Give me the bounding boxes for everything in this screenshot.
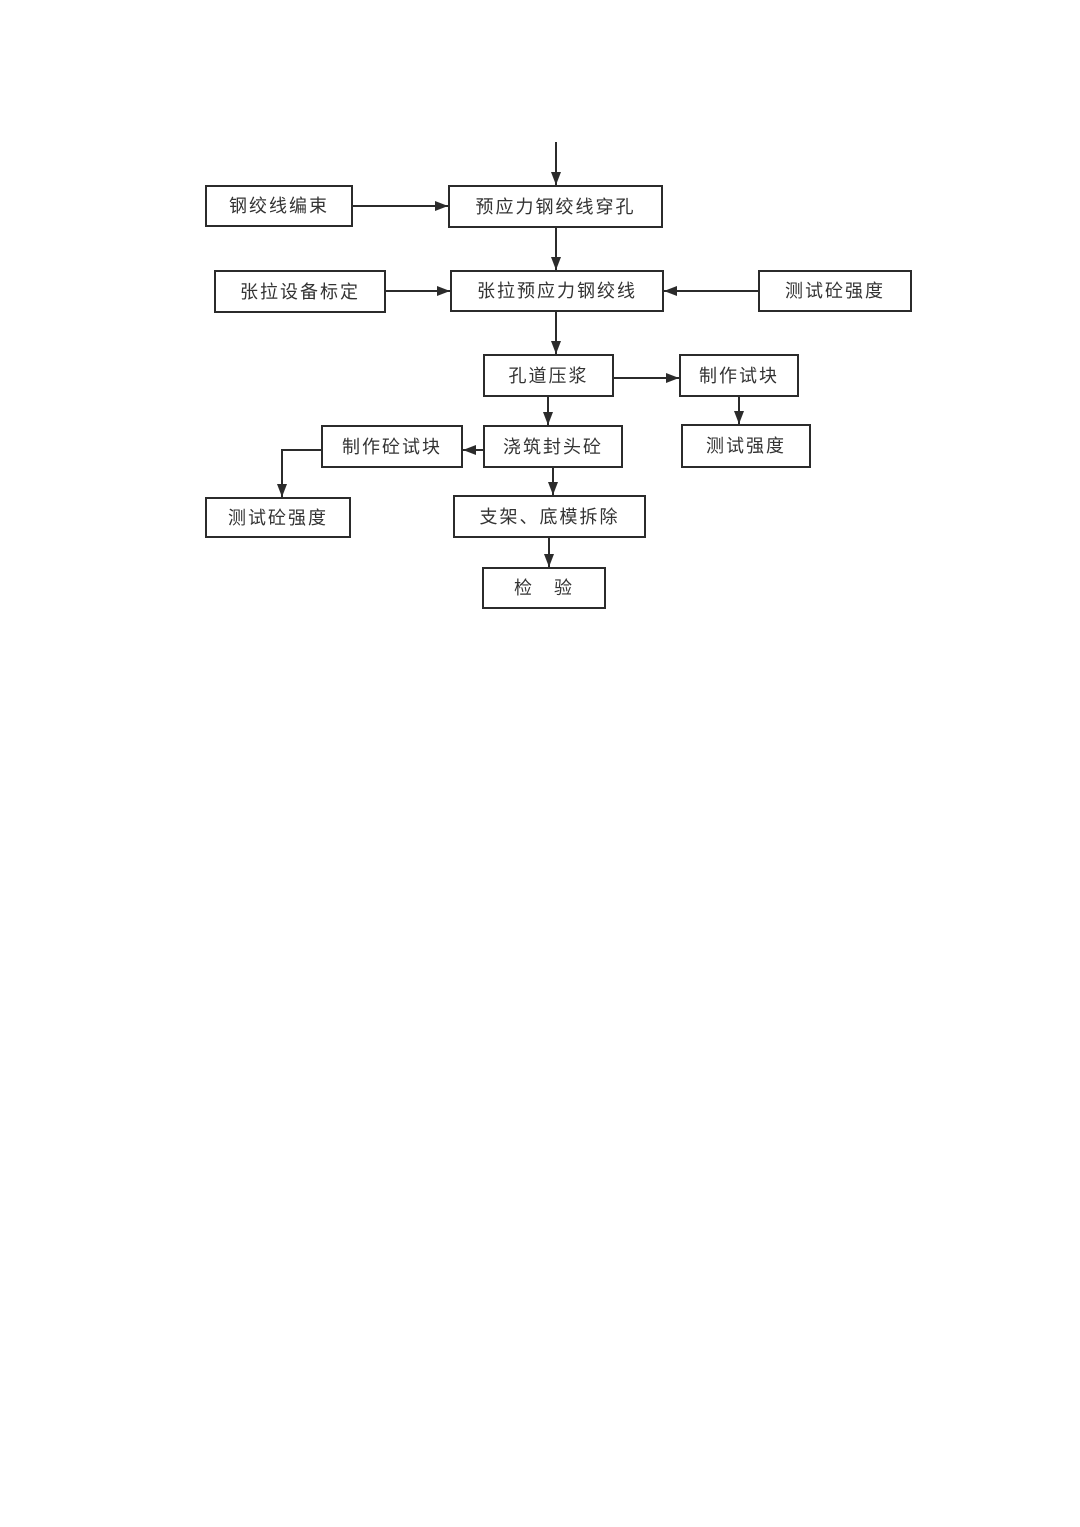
flow-node-make-concrete-test-block: 制作砼试块: [321, 425, 463, 468]
flow-node-strand-hole-threading: 预应力钢绞线穿孔: [448, 185, 663, 228]
flow-node-tension-prestressed-strand: 张拉预应力钢绞线: [450, 270, 664, 312]
flow-node-test-concrete-strength-right: 测试砼强度: [758, 270, 912, 312]
flow-node-inspection: 检 验: [482, 567, 606, 609]
flow-node-make-test-block: 制作试块: [679, 354, 799, 397]
flow-node-strand-bundling: 钢绞线编束: [205, 185, 353, 227]
flow-node-pour-end-sealing-concrete: 浇筑封头砼: [483, 425, 623, 468]
edge-maketestblock-to-strengthtest: [277, 449, 321, 497]
flow-node-duct-grouting: 孔道压浆: [483, 354, 614, 397]
flow-node-test-strength: 测试强度: [681, 424, 811, 468]
flow-node-tension-equipment-calibration: 张拉设备标定: [214, 270, 386, 313]
flow-node-support-formwork-removal: 支架、底模拆除: [453, 495, 646, 538]
flow-node-test-concrete-strength-left: 测试砼强度: [205, 497, 351, 538]
